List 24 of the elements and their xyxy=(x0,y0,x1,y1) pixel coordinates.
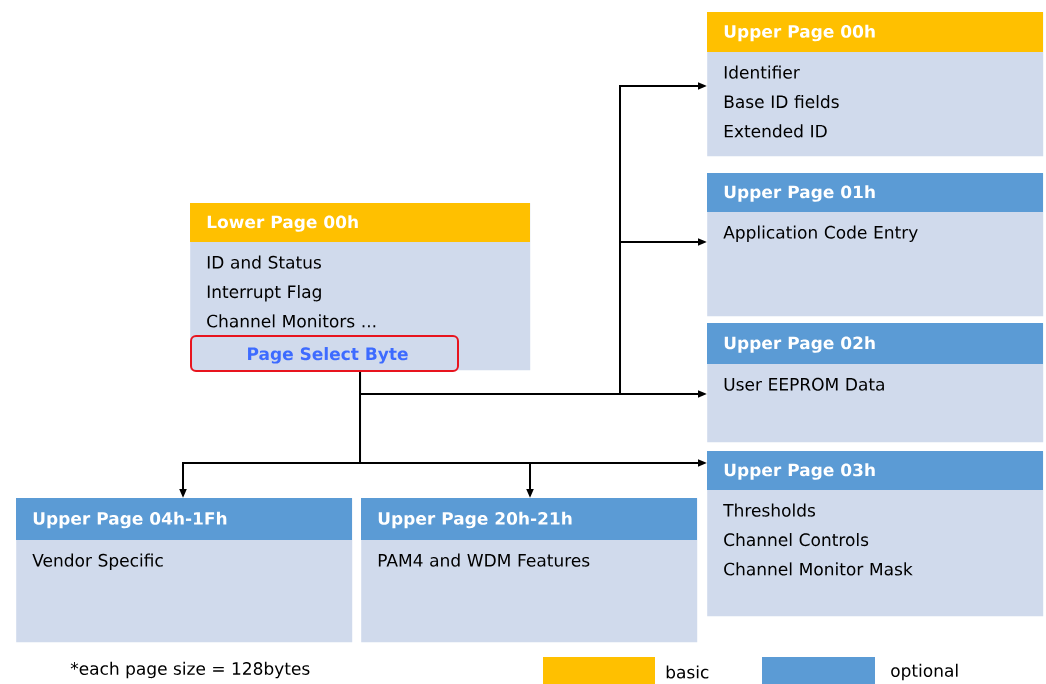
field-text: Base ID fields xyxy=(724,94,839,109)
legend-label: basic xyxy=(666,665,709,679)
field-text: Extended ID xyxy=(724,124,827,138)
field-text: PAM4 and WDM Features xyxy=(378,553,590,567)
page-title: Upper Page 20h-21h xyxy=(378,511,572,529)
page-title: Upper Page 01h xyxy=(724,185,875,202)
legend-label: optional xyxy=(891,663,958,681)
field-text: Thresholds xyxy=(723,503,816,517)
field-text: User EEPROM Data xyxy=(724,377,884,391)
footnote: *each page size = 128bytes xyxy=(70,661,310,679)
field-text: Channel Controls xyxy=(724,532,869,547)
field-text: ID and Status xyxy=(207,255,321,269)
field-text: Application Code Entry xyxy=(723,225,918,242)
field-text: Identifier xyxy=(724,65,800,79)
page-title: Upper Page 00h xyxy=(724,24,875,42)
field-text: Vendor Specific xyxy=(32,553,163,570)
page-title: Upper Page 02h xyxy=(724,336,875,353)
page-title: Lower Page 00h xyxy=(207,215,358,232)
field-text: Channel Monitor Mask xyxy=(724,562,913,576)
page-title: Upper Page 03h xyxy=(724,463,875,480)
field-text: Channel Monitors ... xyxy=(207,314,376,328)
highlight-box: Page Select Byte xyxy=(190,335,459,372)
field-text: Interrupt Flag xyxy=(207,284,321,302)
page-title: Upper Page 04h-1Fh xyxy=(33,511,227,529)
